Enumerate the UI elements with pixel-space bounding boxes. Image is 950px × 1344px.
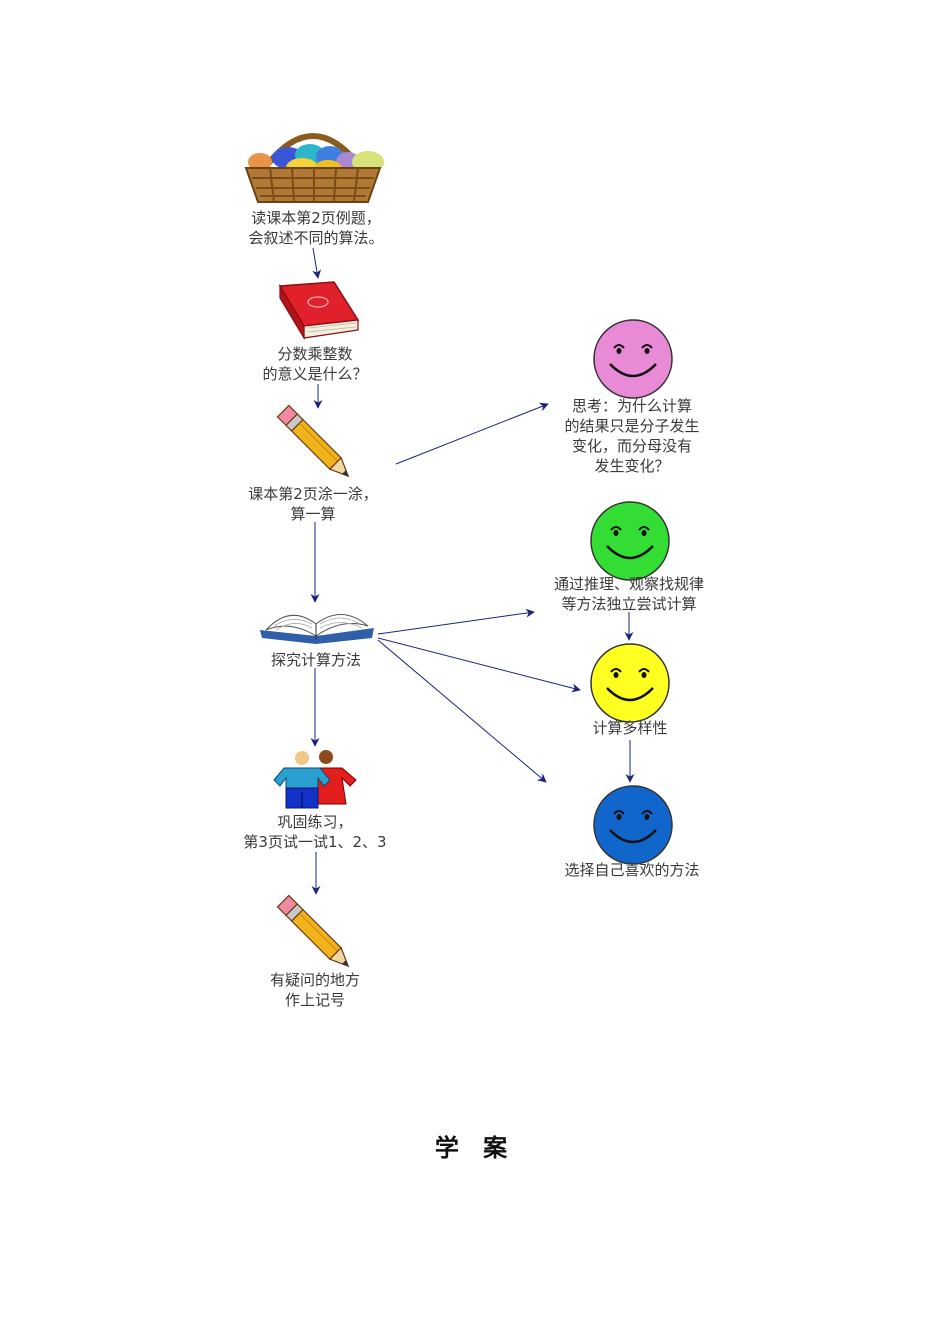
node-think-why-label: 思考：为什么计算 的结果只是分子发生 变化，而分母没有 发生变化？: [564, 397, 700, 475]
node-meaning-question-label: 分数乘整数 的意义是什么？: [262, 345, 368, 383]
green-smiley-face-icon: [590, 501, 670, 581]
arrow-explore-method-to-diversity: [377, 637, 581, 693]
node-reasoning-observe-label: 通过推理、观察找规律 等方法独立尝试计算: [553, 575, 704, 613]
two-students-icon: [273, 750, 357, 809]
pencil-icon: [276, 894, 350, 968]
node-choose-method-label: 选择自己喜欢的方法: [564, 861, 700, 879]
arrow-explore-method-to-choose-method: [377, 639, 547, 783]
node-diversity-label: 计算多样性: [592, 719, 668, 737]
arrow-explore-method-to-reasoning-observe: [377, 608, 535, 635]
node-mark-doubts-label: 有疑问的地方 作上记号: [269, 971, 360, 1009]
red-book-icon: [278, 281, 360, 341]
page-title: 学 案: [434, 1134, 516, 1162]
node-consolidate-label: 巩固练习， 第3页试一试1、2、3: [243, 813, 387, 851]
node-read-textbook-label: 读课本第2页例题， 会叙述不同的算法。: [248, 209, 384, 247]
pink-smiley-face-icon: [593, 319, 673, 399]
arrow-read-textbook-to-meaning-question: [312, 247, 322, 279]
open-book-icon: [260, 614, 374, 644]
basket-of-eggs-icon: [244, 133, 384, 203]
yellow-smiley-face-icon: [590, 643, 670, 723]
arrow-shade-compute-to-think-why: [395, 402, 549, 465]
node-explore-method-label: 探究计算方法: [270, 651, 361, 669]
node-shade-compute-label: 课本第2页涂一涂， 算一算: [248, 485, 378, 523]
blue-smiley-face-icon: [593, 785, 673, 865]
pencil-icon: [276, 404, 350, 478]
